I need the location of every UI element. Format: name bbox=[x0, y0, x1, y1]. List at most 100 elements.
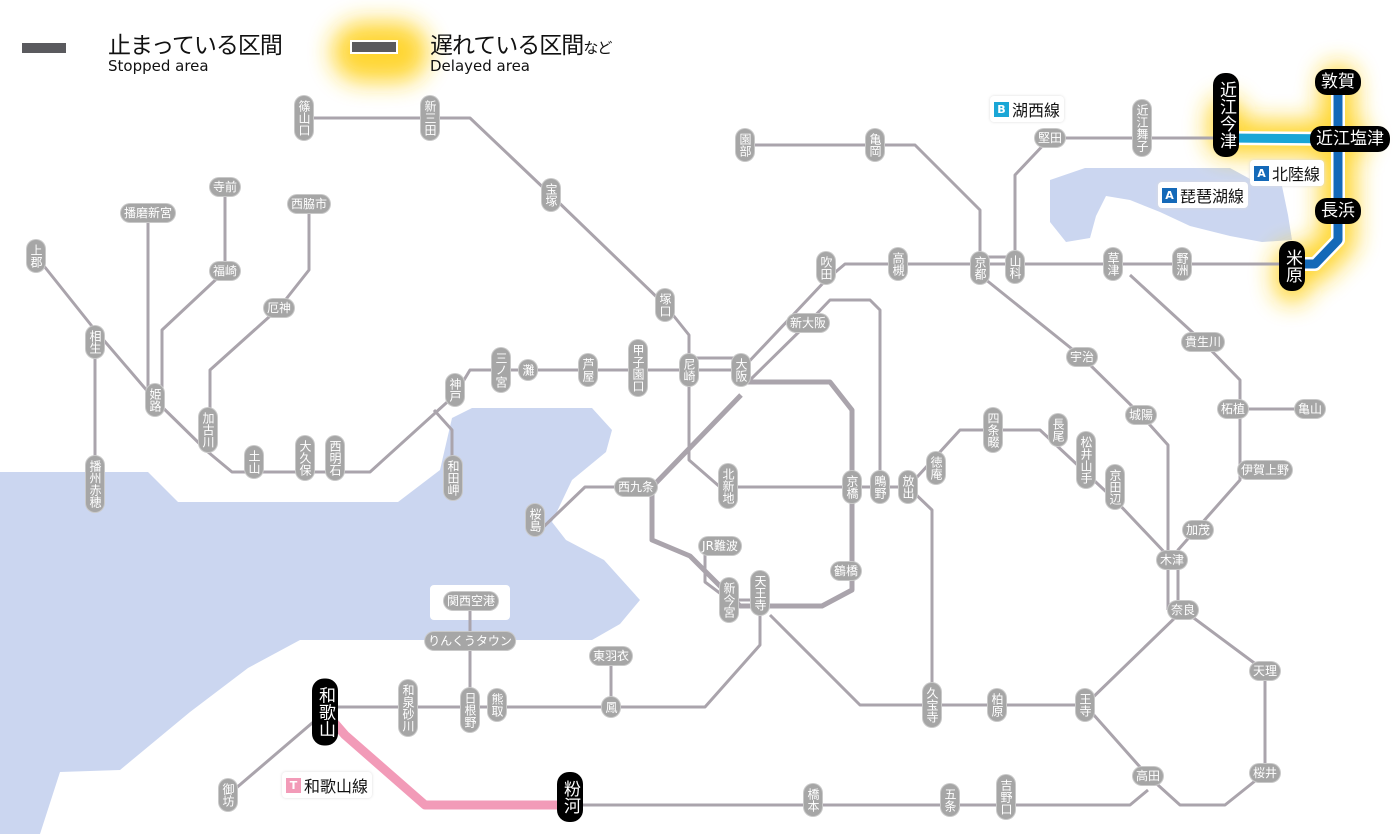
station-normal[interactable]: 日根野 bbox=[461, 688, 479, 732]
station-normal[interactable]: 和田岬 bbox=[444, 456, 462, 500]
station-normal[interactable]: 宝塚 bbox=[542, 179, 560, 211]
station-normal[interactable]: 京田辺 bbox=[1106, 465, 1124, 509]
station-normal[interactable]: 野洲 bbox=[1173, 248, 1191, 280]
station-normal[interactable]: 吉野口 bbox=[997, 775, 1015, 819]
station-normal[interactable]: 御坊 bbox=[219, 779, 237, 811]
station-normal[interactable]: 土山 bbox=[245, 446, 263, 478]
station-normal[interactable]: 亀岡 bbox=[866, 129, 884, 161]
station-normal[interactable]: 高槻 bbox=[889, 248, 907, 280]
station-normal[interactable]: 奈良 bbox=[1167, 601, 1199, 619]
station-normal[interactable]: 王寺 bbox=[1076, 689, 1094, 721]
station-stopped[interactable]: 近江塩津 bbox=[1310, 126, 1390, 152]
station-normal[interactable]: 灘 bbox=[519, 360, 537, 380]
station-normal[interactable]: 桜井 bbox=[1249, 764, 1281, 782]
station-normal[interactable]: 上郡 bbox=[27, 240, 45, 272]
station-normal[interactable]: 吹田 bbox=[817, 252, 835, 284]
station-normal[interactable]: 四条畷 bbox=[984, 408, 1002, 452]
station-normal[interactable]: 京橋 bbox=[843, 471, 861, 503]
station-normal[interactable]: 長尾 bbox=[1049, 414, 1067, 446]
station-normal[interactable]: 三ノ宮 bbox=[492, 348, 510, 392]
station-normal[interactable]: 東羽衣 bbox=[589, 647, 633, 665]
station-normal[interactable]: 北新地 bbox=[719, 464, 737, 508]
station-normal[interactable]: 大阪 bbox=[732, 354, 750, 386]
station-normal[interactable]: 新大阪 bbox=[786, 314, 830, 332]
station-normal[interactable]: 大久保 bbox=[296, 436, 314, 480]
station-normal[interactable]: 西明石 bbox=[326, 436, 344, 480]
legend-delayed-text: 遅れている区間 bbox=[430, 33, 584, 59]
station-normal[interactable]: 甲子園口 bbox=[629, 340, 647, 396]
station-normal[interactable]: 加古川 bbox=[199, 408, 217, 452]
legend-delayed-en: Delayed area bbox=[430, 57, 530, 75]
station-normal[interactable]: 京都 bbox=[971, 252, 989, 284]
station-normal[interactable]: 播州赤穂 bbox=[86, 456, 104, 512]
station-normal[interactable]: 篠山口 bbox=[295, 96, 313, 140]
station-normal[interactable]: 福崎 bbox=[209, 262, 241, 280]
station-normal[interactable]: 西脇市 bbox=[287, 195, 331, 213]
station-normal[interactable]: 五条 bbox=[941, 784, 959, 816]
station-normal[interactable]: 新三田 bbox=[421, 96, 439, 140]
station-normal[interactable]: 尼崎 bbox=[680, 354, 698, 386]
station-normal[interactable]: 貴生川 bbox=[1181, 333, 1225, 351]
line-name: 和歌山線 bbox=[304, 777, 369, 796]
station-normal[interactable]: 高田 bbox=[1132, 767, 1164, 785]
station-normal[interactable]: 宇治 bbox=[1066, 348, 1098, 366]
station-normal[interactable]: 厄神 bbox=[263, 299, 295, 317]
station-normal[interactable]: 熊取 bbox=[488, 689, 506, 721]
station-normal[interactable]: 天理 bbox=[1249, 662, 1281, 680]
station-normal[interactable]: 柏原 bbox=[988, 689, 1006, 721]
station-normal[interactable]: 久宝寺 bbox=[923, 683, 941, 727]
station-stopped[interactable]: 粉河 bbox=[557, 772, 583, 822]
kisei-line bbox=[227, 710, 326, 797]
station-normal[interactable]: 播磨新宮 bbox=[120, 204, 176, 222]
station-normal[interactable]: 神戸 bbox=[446, 374, 464, 406]
station-normal[interactable]: JR難波 bbox=[699, 537, 741, 555]
station-normal[interactable]: 桜島 bbox=[526, 504, 544, 536]
station-normal[interactable]: 橋本 bbox=[804, 784, 822, 816]
station-normal[interactable]: 放出 bbox=[899, 471, 917, 503]
station-normal[interactable]: 柘植 bbox=[1217, 400, 1249, 418]
station-normal[interactable]: 徳庵 bbox=[927, 452, 945, 484]
station-normal[interactable]: 鶴橋 bbox=[830, 562, 862, 580]
station-stopped[interactable]: 長浜 bbox=[1315, 198, 1361, 224]
station-normal[interactable]: 西九条 bbox=[614, 478, 658, 496]
station-normal[interactable]: 草津 bbox=[1104, 248, 1122, 280]
station-normal[interactable]: 新今宮 bbox=[720, 578, 738, 622]
kobe-line bbox=[34, 255, 741, 474]
station-normal[interactable]: 相生 bbox=[86, 326, 104, 358]
station-normal[interactable]: 鴫野 bbox=[871, 471, 889, 503]
station-normal[interactable]: 城陽 bbox=[1125, 406, 1157, 424]
legend-delayed-suffix: など bbox=[583, 39, 612, 57]
station-normal[interactable]: 木津 bbox=[1156, 551, 1188, 569]
station-normal[interactable]: 山科 bbox=[1006, 251, 1024, 283]
station-stopped[interactable]: 米原 bbox=[1279, 241, 1305, 291]
station-stopped[interactable]: 和歌山 bbox=[312, 678, 338, 746]
station-normal[interactable]: 堅田 bbox=[1034, 129, 1066, 147]
station-stopped[interactable]: 敦賀 bbox=[1315, 69, 1361, 95]
station-stopped[interactable]: 近江今津 bbox=[1213, 73, 1239, 157]
station-normal[interactable]: 姫路 bbox=[146, 384, 164, 416]
delayed-swatch bbox=[350, 40, 398, 54]
line-key-icon: B bbox=[994, 101, 1009, 117]
legend: 止まっている区間 Stopped area 遅れている区間など Delayed … bbox=[0, 22, 680, 82]
station-normal[interactable]: 芦屋 bbox=[579, 354, 597, 386]
station-normal[interactable]: 天王寺 bbox=[751, 571, 769, 615]
station-normal[interactable]: 亀山 bbox=[1294, 400, 1326, 418]
water bbox=[0, 168, 1292, 834]
station-normal[interactable]: りんくうタウン bbox=[425, 632, 515, 650]
station-normal[interactable]: 加茂 bbox=[1182, 521, 1214, 539]
station-normal[interactable]: 松井山手 bbox=[1077, 432, 1095, 488]
station-normal[interactable]: 園部 bbox=[736, 129, 754, 161]
station-normal[interactable]: 伊賀上野 bbox=[1237, 461, 1293, 479]
station-normal[interactable]: 関西空港 bbox=[443, 592, 499, 610]
line-key-icon: A bbox=[1254, 165, 1269, 181]
station-normal[interactable]: 寺前 bbox=[209, 178, 241, 196]
station-normal[interactable]: 和泉砂川 bbox=[399, 680, 417, 736]
station-normal[interactable]: 鳳 bbox=[602, 697, 620, 717]
station-normal[interactable]: 塚口 bbox=[656, 289, 674, 321]
kyoto-line bbox=[739, 262, 1292, 372]
station-normal[interactable]: 近江舞子 bbox=[1133, 100, 1151, 156]
